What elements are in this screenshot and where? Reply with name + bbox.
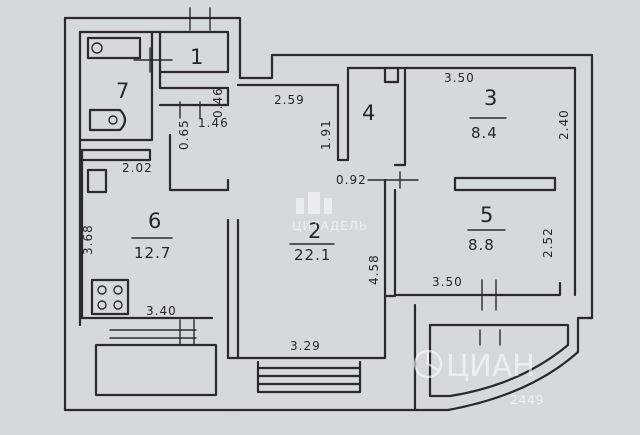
internal-walls bbox=[78, 7, 577, 360]
watermark-brand: ЦИАН bbox=[446, 349, 535, 384]
room-area-6: 12.7 bbox=[134, 244, 171, 262]
castle-logo-icon bbox=[296, 192, 332, 214]
room-area-3: 8.4 bbox=[471, 124, 498, 142]
dim-hall-c: 0.65 bbox=[177, 119, 191, 150]
sink-icon bbox=[88, 108, 127, 132]
dim-hall-b: 0.46 bbox=[211, 87, 225, 118]
stove-icon bbox=[90, 278, 130, 316]
dim-room5-right: 2.52 bbox=[541, 227, 555, 258]
watermark-id: 2449 bbox=[510, 393, 545, 407]
dim-room3-right: 2.40 bbox=[557, 109, 571, 140]
room-number-5: 5 bbox=[480, 203, 493, 227]
watermark-center: ЦИТАДЕЛЬ bbox=[292, 219, 368, 233]
room-area-2: 22.1 bbox=[294, 246, 331, 264]
dim-door-gap: 0.92 bbox=[336, 173, 367, 187]
cian-logo-icon bbox=[413, 349, 443, 379]
dim-room3-top: 3.50 bbox=[444, 71, 475, 85]
dim-hall-a: 1.46 bbox=[198, 116, 229, 130]
room-number-1: 1 bbox=[190, 45, 203, 69]
room-number-6: 6 bbox=[148, 209, 161, 233]
dim-living-bottom: 3.29 bbox=[290, 339, 321, 353]
dim-living-height: 4.58 bbox=[367, 254, 381, 285]
dim-bath-width: 2.02 bbox=[122, 161, 153, 175]
dim-hall-top: 2.59 bbox=[274, 93, 305, 107]
bathtub-icon bbox=[86, 36, 142, 60]
cabinet-icon bbox=[86, 168, 108, 194]
dim-kitchen-height: 3.68 bbox=[81, 224, 95, 255]
dim-room5-bottom: 3.50 bbox=[432, 275, 463, 289]
room-labels: 1 7 4 3 8.4 5 8.8 2 22.1 6 12.7 bbox=[116, 45, 507, 264]
room-number-2: 2 bbox=[308, 219, 321, 243]
dimension-labels: 3.68 3.40 2.02 1.46 0.46 0.65 1.91 2.59 … bbox=[81, 71, 571, 353]
watermarks: ЦИТАДЕЛЬ ЦИАН 2449 bbox=[292, 192, 545, 407]
room-number-4: 4 bbox=[362, 101, 375, 125]
room-number-7: 7 bbox=[116, 79, 129, 103]
dim-kitchen-width: 3.40 bbox=[146, 304, 177, 318]
outer-walls bbox=[63, 16, 594, 412]
dim-hall-wall: 1.91 bbox=[319, 119, 333, 150]
fixtures bbox=[86, 36, 142, 316]
room-area-5: 8.8 bbox=[468, 236, 495, 254]
room-number-3: 3 bbox=[484, 86, 497, 110]
